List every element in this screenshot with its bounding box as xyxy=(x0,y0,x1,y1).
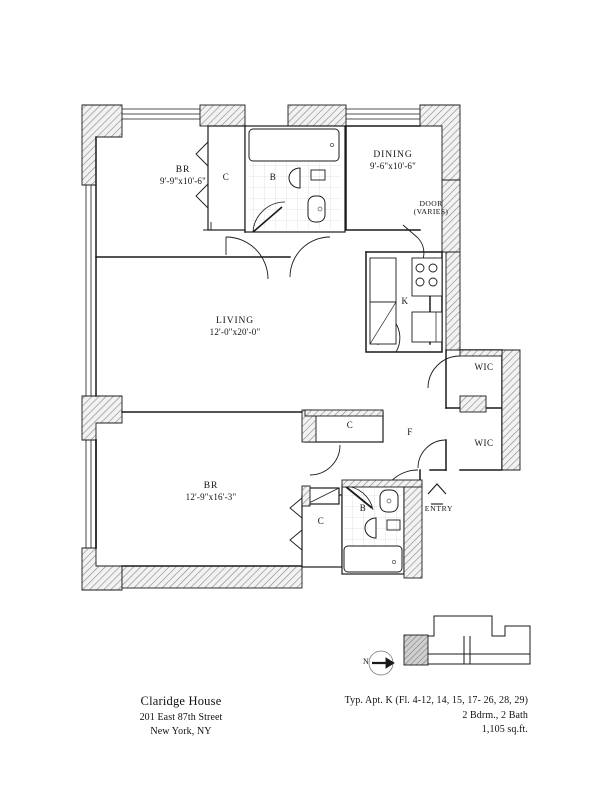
room-label-br-upper: BR 9'-9"x10'-6" xyxy=(118,165,248,186)
kitchen-fixtures xyxy=(369,257,443,345)
room-name-br-upper: BR xyxy=(175,165,191,175)
room-label-br-lower: BR 12'-9"x16'-3" xyxy=(136,481,286,502)
room-name-living: LIVING xyxy=(215,316,255,326)
annotation-door-varies: DOOR (VARIES) xyxy=(400,200,462,216)
space-label-bath-upper: B xyxy=(269,172,277,182)
space-label-entry: ENTRY xyxy=(424,504,454,513)
closet-lower-br-wall xyxy=(301,485,311,507)
key-plan-unit-highlight xyxy=(403,634,429,666)
windows xyxy=(85,108,420,548)
bath-lower xyxy=(341,485,405,575)
room-dim-br-upper: 9'-9"x10'-6" xyxy=(160,175,206,186)
building-name: Claridge House xyxy=(140,694,222,708)
closet-hall-wall xyxy=(301,409,384,443)
room-label-living: LIVING 12'-0"x20'-0" xyxy=(160,316,310,337)
caption-unit-details: Typ. Apt. K (Fl. 4-12, 14, 15, 17- 26, 2… xyxy=(280,694,528,738)
building-address-line1: 201 East 87th Street xyxy=(139,712,223,723)
door-note-line1: DOOR xyxy=(419,199,443,208)
config-line: 2 Bdrm., 2 Bath xyxy=(462,709,528,721)
space-label-closet-upper-br: C xyxy=(222,172,230,182)
room-name-br-lower: BR xyxy=(203,481,219,491)
room-dim-dining: 9'-6"x10'-6" xyxy=(370,160,416,171)
structural-walls xyxy=(81,104,461,591)
room-name-dining: DINING xyxy=(373,150,413,160)
unit-line: Typ. Apt. K (Fl. 4-12, 14, 15, 17- 26, 2… xyxy=(344,695,528,706)
caption-building: Claridge House 201 East 87th Street New … xyxy=(86,694,276,738)
area-line: 1,105 sq.ft. xyxy=(481,724,528,735)
compass-north-label: N xyxy=(363,657,369,666)
room-dim-br-lower: 12'-9"x16'-3" xyxy=(185,491,237,502)
bath-upper xyxy=(244,125,346,233)
closet-lower-br xyxy=(301,487,343,568)
bath-lower-wall xyxy=(341,479,423,579)
building-address-line2: New York, NY xyxy=(150,725,212,737)
space-label-wic-lower: WIC xyxy=(474,438,494,448)
space-label-closet-lower-br: C xyxy=(317,516,325,526)
room-label-dining: DINING 9'-6"x10'-6" xyxy=(328,150,458,171)
compass-rose xyxy=(368,650,395,676)
closet-hall xyxy=(304,411,384,443)
plan-geometry xyxy=(81,104,531,676)
closet-upper-br xyxy=(207,125,246,231)
space-label-wic-upper: WIC xyxy=(474,362,494,372)
wic-walls xyxy=(459,349,521,471)
space-label-bath-lower: B xyxy=(359,503,367,513)
space-label-closet-hall: C xyxy=(346,420,354,430)
space-label-foyer: F xyxy=(407,427,413,437)
closet-upper-br-doors xyxy=(195,141,212,231)
space-label-kitchen: K xyxy=(401,296,409,306)
room-dim-living: 12'-0"x20'-0" xyxy=(209,326,261,337)
door-note-line2: (VARIES) xyxy=(413,206,449,216)
entry-arrow xyxy=(427,483,447,505)
